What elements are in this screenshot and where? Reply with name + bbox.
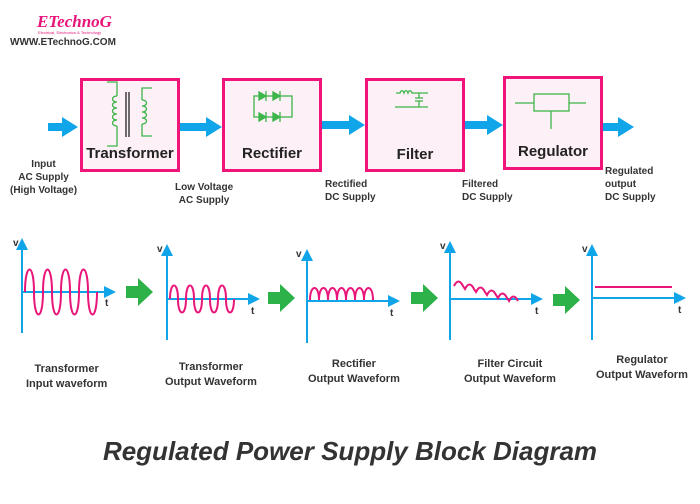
regulator-icon [515,93,586,129]
axis-t-label: t [535,306,539,317]
logo-tagline: Electrical, Electronics & Technology [38,30,102,35]
block-label: Filter [396,146,434,163]
step-arrow [126,278,153,306]
signal-label: Filtered DC Supply [462,179,513,203]
regulator-block: Regulator [503,76,603,170]
axis-t-label: t [390,308,394,319]
waveform-1 [16,238,116,333]
flow-arrow [180,117,222,137]
wave [24,268,98,316]
block-label: Regulator [517,143,588,160]
rectifier-block: Rectifier [222,78,322,172]
waveform-2 [161,244,260,340]
transformer-block: Transformer [80,78,180,172]
signal-label: Input AC Supply (High Voltage) [10,159,78,196]
waveform-caption: Filter Circuit Output Waveform [464,358,556,385]
wave [309,287,374,301]
flow-arrow [322,115,365,135]
axis-v-label: v [157,244,163,255]
filter-block: Filter [365,78,465,172]
block-label: Rectifier [241,145,303,162]
signal-label: Rectified DC Supply [325,179,376,203]
wave [169,284,235,314]
waveform-5 [586,244,686,340]
axis-t-label: t [105,298,109,309]
diagram-title: Regulated Power Supply Block Diagram [102,436,598,466]
axis-t-label: t [678,305,682,316]
website: WWW.ETechnoG.COM [10,37,116,48]
step-arrow [268,284,295,312]
flow-arrow [464,115,503,135]
axis-v-label: v [440,241,446,252]
wave [453,280,519,303]
bridge-rectifier-icon [253,90,293,123]
flow-arrow [603,117,634,137]
axis-v-label: v [296,249,302,260]
lc-filter-icon [395,90,428,108]
axis-v-label: v [13,238,19,249]
block-label: Transformer [86,145,174,162]
signal-label: Regulated output DC Supply [605,166,656,203]
logo: ETechnoG [37,12,112,31]
waveform-caption: Rectifier Output Waveform [308,358,400,385]
flow-arrow [48,117,78,137]
axis-t-label: t [251,306,255,317]
step-arrow [553,286,580,314]
step-arrow [411,284,438,312]
waveform-caption: Transformer Input waveform [26,363,108,390]
waveform-caption: Transformer Output Waveform [165,361,257,388]
transformer-icon [107,81,152,147]
waveform-4 [444,241,543,340]
waveform-3 [301,249,400,343]
axis-v-label: v [582,244,588,255]
waveform-caption: Regulator Output Waveform [596,354,688,381]
signal-label: Low Voltage AC Supply [175,182,234,206]
